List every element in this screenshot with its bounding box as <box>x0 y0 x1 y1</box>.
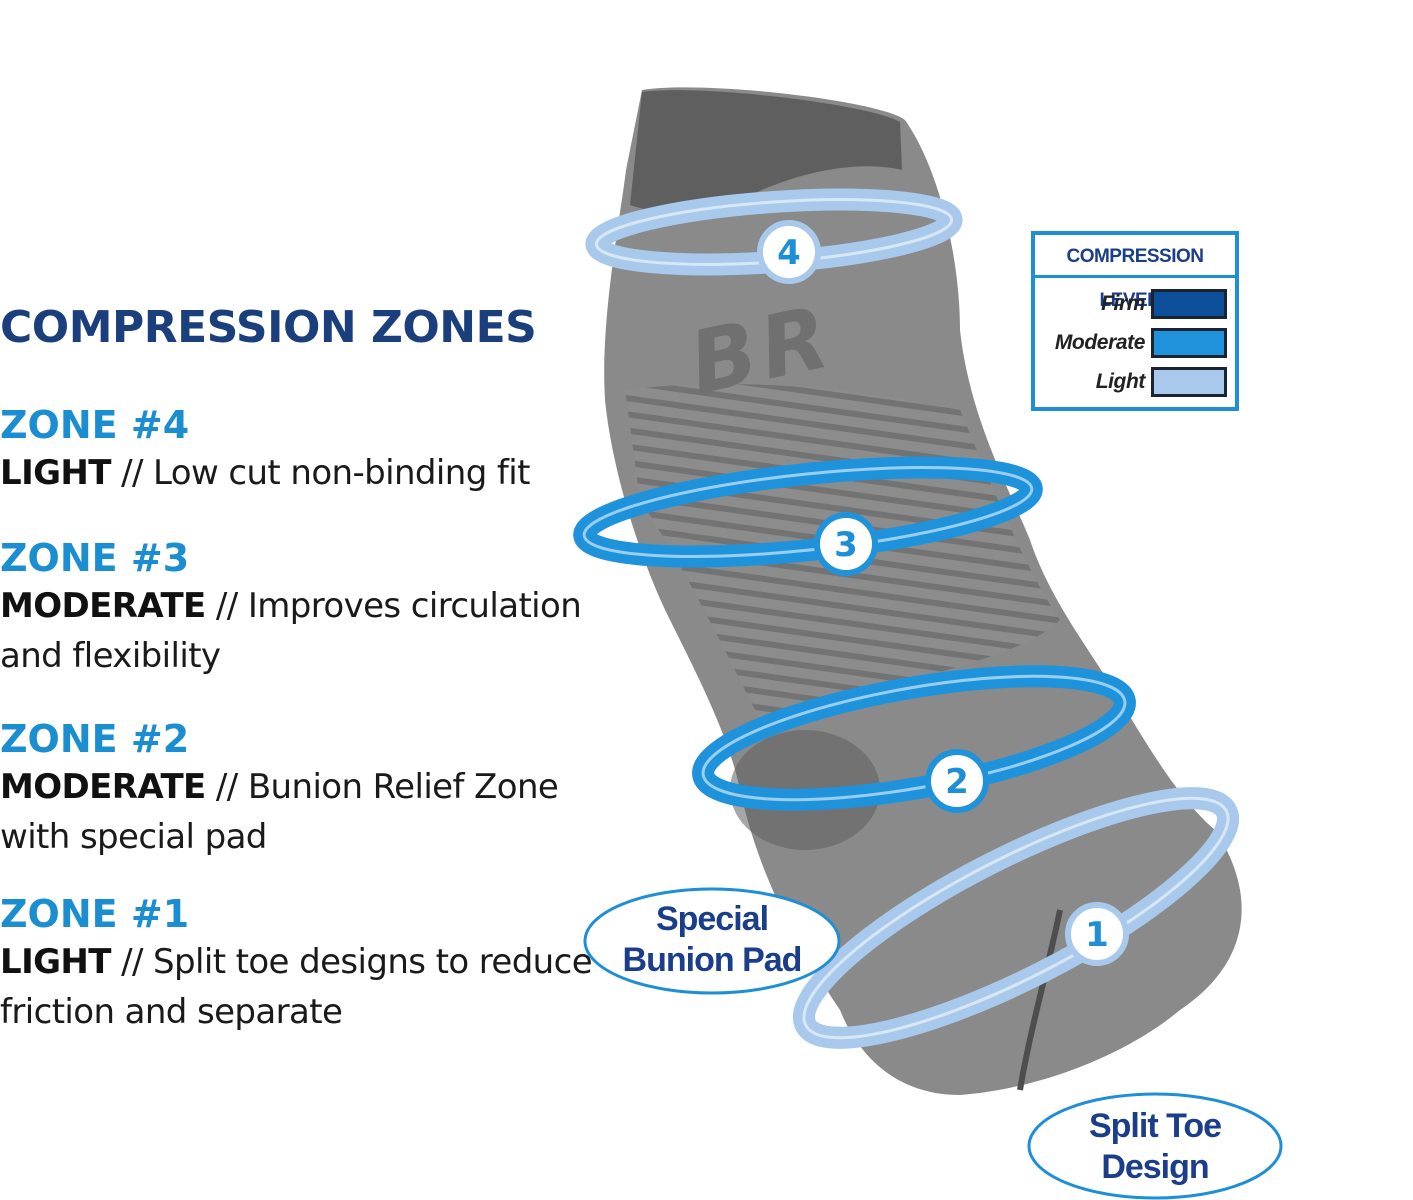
zone-badge-number-2: 2 <box>945 762 969 802</box>
zone-block-2: ZONE #2 MODERATE // Bunion Relief Zone w… <box>0 716 610 862</box>
zone-badge-3 <box>814 512 878 576</box>
zone-ring-highlight-1 <box>802 796 1230 1040</box>
legend-swatch <box>1151 367 1227 397</box>
zone-description: MODERATE // Bunion Relief Zone with spec… <box>0 762 610 862</box>
zone-separator: // <box>215 586 238 626</box>
zone-level: LIGHT <box>0 453 111 493</box>
legend-row-firm: Firm <box>1101 289 1227 319</box>
callout-bunion-pad: Special Bunion Pad <box>583 887 841 995</box>
zone-text: Split toe designs to reduce friction and… <box>0 942 593 1032</box>
legend-row-light: Light <box>1096 367 1227 397</box>
zone-separator: // <box>121 453 143 493</box>
legend-swatch <box>1151 328 1227 358</box>
callout-bunion-pad-line-2: Bunion Pad <box>623 941 802 979</box>
zone-text: Bunion Relief Zone with special pad <box>0 767 559 857</box>
zone-text: Low cut non-binding fit <box>153 453 530 493</box>
zone-badge-4 <box>757 220 821 284</box>
callout-bunion-pad-line-1: Special <box>656 900 768 938</box>
zone-description: LIGHT // Split toe designs to reduce fri… <box>0 937 610 1037</box>
legend-row-moderate: Moderate <box>1055 328 1227 358</box>
zone-title: ZONE #2 <box>0 717 190 761</box>
zone-block-3: ZONE #3 MODERATE // Improves circulation… <box>0 535 610 681</box>
zone-badge-number-3: 3 <box>834 525 858 565</box>
zone-block-1: ZONE #1 LIGHT // Split toe designs to re… <box>0 891 610 1037</box>
legend-label: Firm <box>1101 292 1145 315</box>
zone-badge-number-1: 1 <box>1085 915 1109 955</box>
legend-label: Moderate <box>1054 331 1146 354</box>
diagram-heading: COMPRESSION ZONES <box>0 302 537 353</box>
zone-separator: // <box>121 942 143 982</box>
callout-split-toe-line-1: Split Toe <box>1089 1107 1221 1145</box>
zone-title: ZONE #3 <box>0 536 190 580</box>
legend-swatch <box>1151 289 1227 319</box>
zone-level: MODERATE <box>0 767 206 807</box>
zone-separator: // <box>215 767 238 807</box>
legend-label: Light <box>1095 370 1146 393</box>
toe-split <box>1017 909 1063 1091</box>
zone-badge-number-4: 4 <box>777 233 801 273</box>
zone-ring-highlight-2 <box>701 674 1127 802</box>
compression-legend: COMPRESSION LEVELS Firm Moderate Light <box>1031 231 1239 411</box>
zone-level: MODERATE <box>0 586 206 626</box>
zone-badge-2 <box>925 749 989 813</box>
zone-title: ZONE #4 <box>0 403 190 447</box>
zone-block-4: ZONE #4 LIGHT // Low cut non-binding fit <box>0 402 610 498</box>
zone-text: Improves circulation and flexibility <box>0 586 582 676</box>
callout-split-toe-bubble <box>1027 1092 1283 1200</box>
sock-cuff <box>630 90 902 214</box>
callout-split-toe: Split Toe Design <box>1027 1092 1283 1200</box>
zone-description: LIGHT // Low cut non-binding fit <box>0 448 610 498</box>
zone-ring-highlight-3 <box>582 465 1034 559</box>
callout-bunion-pad-bubble <box>583 887 841 995</box>
zone-number-badges: 4 3 2 1 <box>757 220 1129 966</box>
zone-badge-1 <box>1065 902 1129 966</box>
callout-split-toe-line-2: Design <box>1101 1148 1208 1186</box>
legend-title: COMPRESSION LEVELS <box>1035 235 1235 311</box>
zone-description: MODERATE // Improves circulation and fle… <box>0 581 610 681</box>
zone-level: LIGHT <box>0 942 111 982</box>
zone-title: ZONE #1 <box>0 892 190 936</box>
